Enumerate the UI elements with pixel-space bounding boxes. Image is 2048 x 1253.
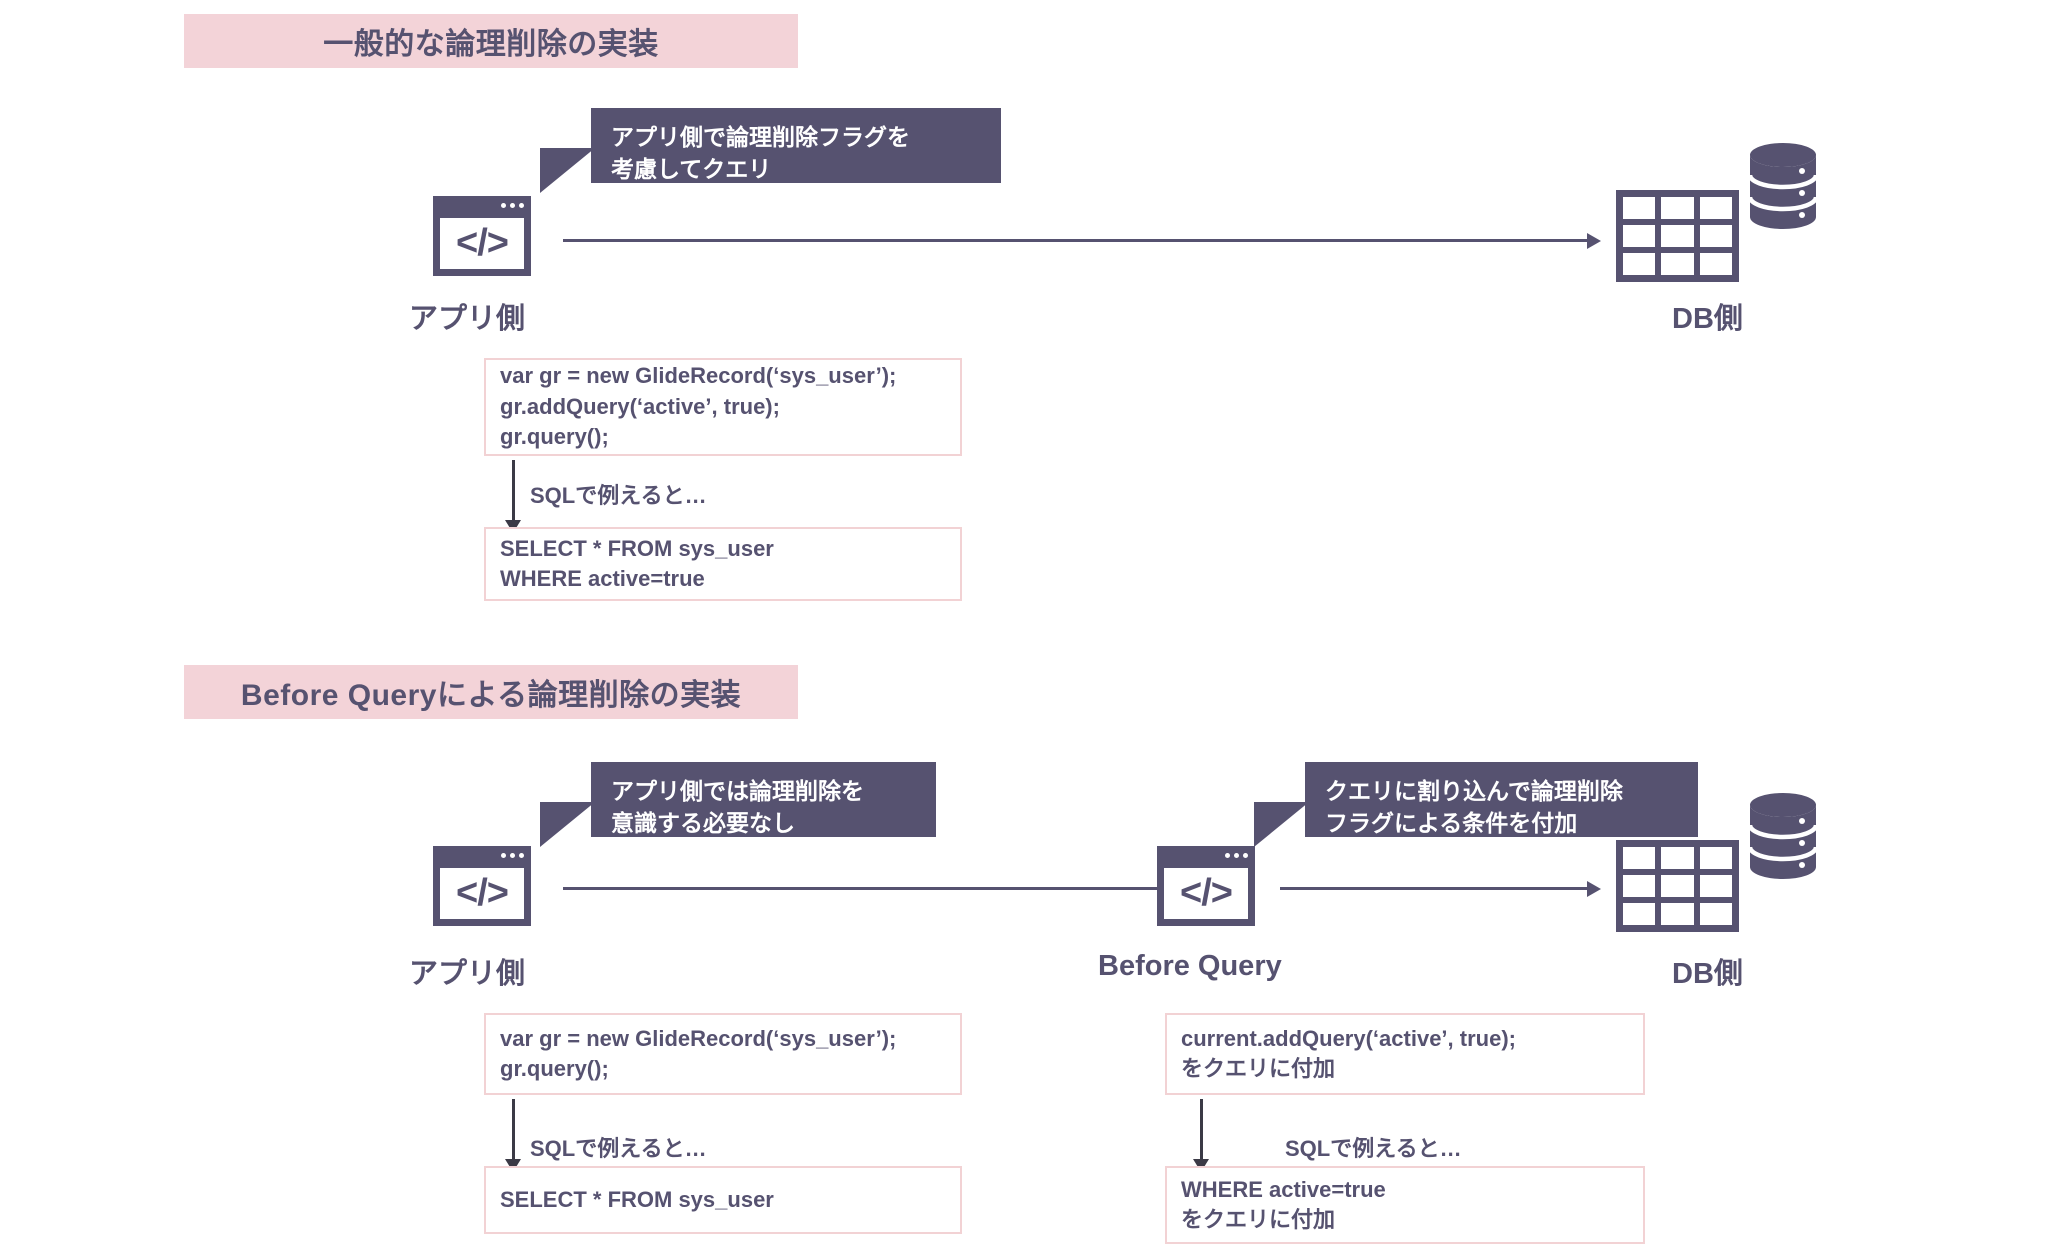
codebox-source-2a: var gr = new GlideRecord(‘sys_user’); gr… <box>484 1013 962 1095</box>
section-band-1: 一般的な論理削除の実装 <box>184 14 798 68</box>
section-title-2: Before Queryによる論理削除の実装 <box>240 679 742 712</box>
callout-before-query-2: クエリに割り込んで論理削除 フラグによる条件を付加 <box>1305 762 1698 837</box>
window-dot-icon <box>1243 852 1248 858</box>
connector-app-to-bq <box>563 887 1157 890</box>
flow-line-2b <box>1200 1099 1203 1161</box>
app-icon-1: </> <box>433 196 531 276</box>
callout-tail-2b <box>1254 802 1309 847</box>
codebox-source-2b: current.addQuery(‘active’, true); をクエリに付… <box>1165 1013 1645 1095</box>
node-label-db-1: DB側 <box>1672 303 1743 335</box>
section-band-2: Before Queryによる論理削除の実装 <box>184 665 798 719</box>
section-title-1: 一般的な論理削除の実装 <box>323 28 659 61</box>
window-dot-icon <box>501 852 506 858</box>
window-dot-icon <box>1225 852 1230 858</box>
callout-app-side-1: アプリ側で論理削除フラグを 考慮してクエリ <box>591 108 1001 183</box>
node-label-db-2: DB側 <box>1672 958 1743 990</box>
db-table-icon-1 <box>1616 190 1739 282</box>
connector-bq-to-db <box>1280 887 1587 890</box>
codebox-result-1: SELECT * FROM sys_user WHERE active=true <box>484 527 962 601</box>
window-dot-icon <box>519 202 524 208</box>
codebox-result-2b: WHERE active=true をクエリに付加 <box>1165 1166 1645 1244</box>
window-dot-icon <box>510 202 515 208</box>
app-icon-titlebar-2 <box>433 846 531 864</box>
code-glyph-icon-1: </> <box>440 218 524 269</box>
before-query-icon: </> <box>1157 846 1255 926</box>
db-table-icon-2 <box>1616 840 1739 932</box>
window-dot-icon <box>519 852 524 858</box>
node-label-app-1: アプリ側 <box>409 303 526 335</box>
window-dot-icon <box>510 852 515 858</box>
app-icon-2: </> <box>433 846 531 926</box>
flow-line-2a <box>512 1099 515 1161</box>
node-label-before-query: Before Query <box>1098 950 1282 982</box>
connector-arrowhead-2 <box>1587 881 1601 897</box>
codebox-source-1: var gr = new GlideRecord(‘sys_user’); gr… <box>484 358 962 456</box>
flow-note-1: SQLで例えると… <box>530 483 707 508</box>
window-dot-icon <box>1234 852 1239 858</box>
connector-app-to-db-1 <box>563 239 1587 242</box>
codebox-result-2a: SELECT * FROM sys_user <box>484 1166 962 1234</box>
window-dot-icon <box>501 202 506 208</box>
callout-tail-2a <box>540 802 595 847</box>
callout-tail-1b <box>540 148 595 193</box>
code-glyph-icon-2b: </> <box>1164 868 1248 919</box>
app-icon-titlebar-1 <box>433 196 531 214</box>
flow-note-2a: SQLで例えると… <box>530 1136 707 1161</box>
db-cylinder-icon-1 <box>1748 143 1818 229</box>
flow-note-2b: SQLで例えると… <box>1285 1136 1462 1161</box>
node-label-app-2: アプリ側 <box>409 958 526 990</box>
flow-line-1 <box>512 460 515 522</box>
callout-app-side-2: アプリ側では論理削除を 意識する必要なし <box>591 762 936 837</box>
db-cylinder-icon-2 <box>1748 793 1818 879</box>
connector-arrowhead-1 <box>1587 233 1601 249</box>
app-icon-titlebar-3 <box>1157 846 1255 864</box>
callout-tail-1 <box>540 148 595 193</box>
code-glyph-icon-2a: </> <box>440 868 524 919</box>
